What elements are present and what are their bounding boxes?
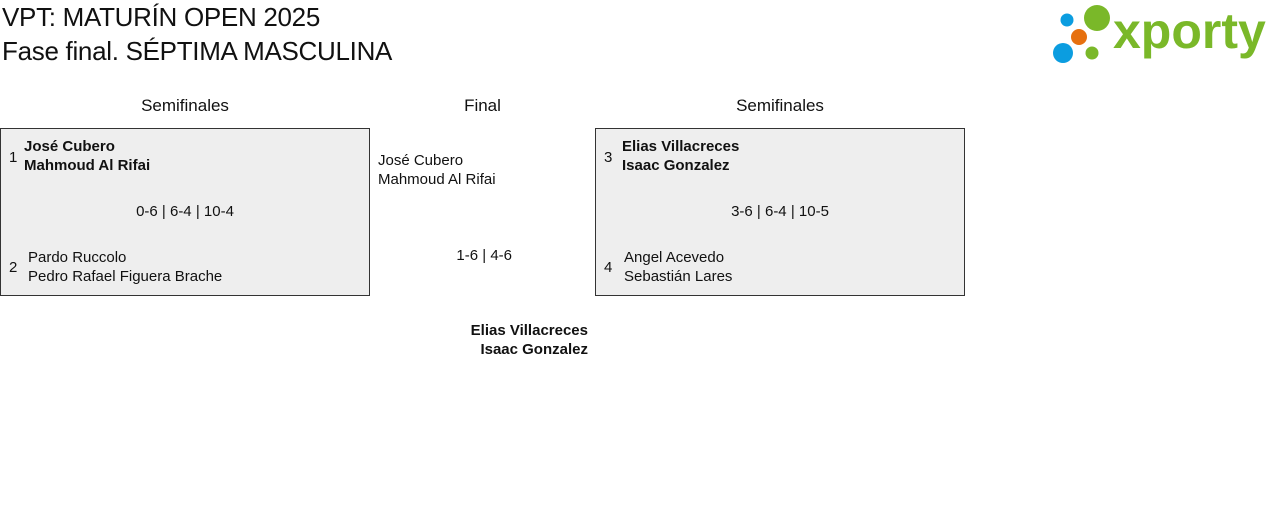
- seed-number: 1: [9, 149, 18, 166]
- seed-number: 2: [9, 259, 18, 276]
- page-subtitle: Fase final. SÉPTIMA MASCULINA: [2, 36, 393, 66]
- seed-number: 4: [604, 259, 613, 276]
- seed-number: 3: [604, 149, 613, 166]
- xporty-logo[interactable]: xporty: [1050, 3, 1276, 68]
- player-name: Pardo Ruccolo: [28, 249, 127, 266]
- team-winner[interactable]: Elias Villacreces Isaac Gonzalez: [622, 137, 739, 175]
- final-team-1[interactable]: José Cubero Mahmoud Al Rifai: [378, 151, 496, 189]
- player-name: Sebastián Lares: [624, 268, 733, 285]
- player-name: Pedro Rafael Figuera Brache: [28, 268, 223, 285]
- semifinal-match-2[interactable]: 3 Elias Villacreces Isaac Gonzalez 3-6 |…: [595, 128, 965, 296]
- team-loser[interactable]: Angel Acevedo Sebastián Lares: [624, 248, 732, 286]
- team-loser[interactable]: Pardo Ruccolo Pedro Rafael Figuera Brach…: [28, 248, 222, 286]
- player-name: Elias Villacreces: [622, 138, 740, 155]
- team-winner[interactable]: José Cubero Mahmoud Al Rifai: [24, 137, 150, 175]
- player-name: José Cubero: [24, 138, 115, 155]
- match-score: 0-6 | 6-4 | 10-4: [136, 203, 234, 220]
- final-team-2[interactable]: Elias Villacreces Isaac Gonzalez: [380, 321, 588, 359]
- final-score: 1-6 | 4-6: [456, 247, 512, 264]
- match-score: 3-6 | 6-4 | 10-5: [731, 203, 829, 220]
- player-name: Elias Villacreces: [470, 322, 588, 339]
- column-header-right-semifinals: Semifinales: [736, 96, 824, 115]
- player-name: José Cubero: [378, 152, 464, 169]
- logo-text: xporty: [1113, 3, 1266, 59]
- page-title: VPT: MATURÍN OPEN 2025: [2, 2, 321, 32]
- player-name: Mahmoud Al Rifai: [378, 171, 496, 188]
- player-name: Mahmoud Al Rifai: [24, 157, 151, 174]
- player-name: Isaac Gonzalez: [622, 157, 730, 174]
- semifinal-match-1[interactable]: 1 José Cubero Mahmoud Al Rifai 0-6 | 6-4…: [0, 128, 370, 296]
- column-header-left-semifinals: Semifinales: [141, 96, 229, 115]
- player-name: Angel Acevedo: [624, 249, 725, 266]
- logo-dots-icon: [1053, 5, 1110, 63]
- column-header-final: Final: [464, 96, 501, 115]
- player-name: Isaac Gonzalez: [480, 341, 588, 358]
